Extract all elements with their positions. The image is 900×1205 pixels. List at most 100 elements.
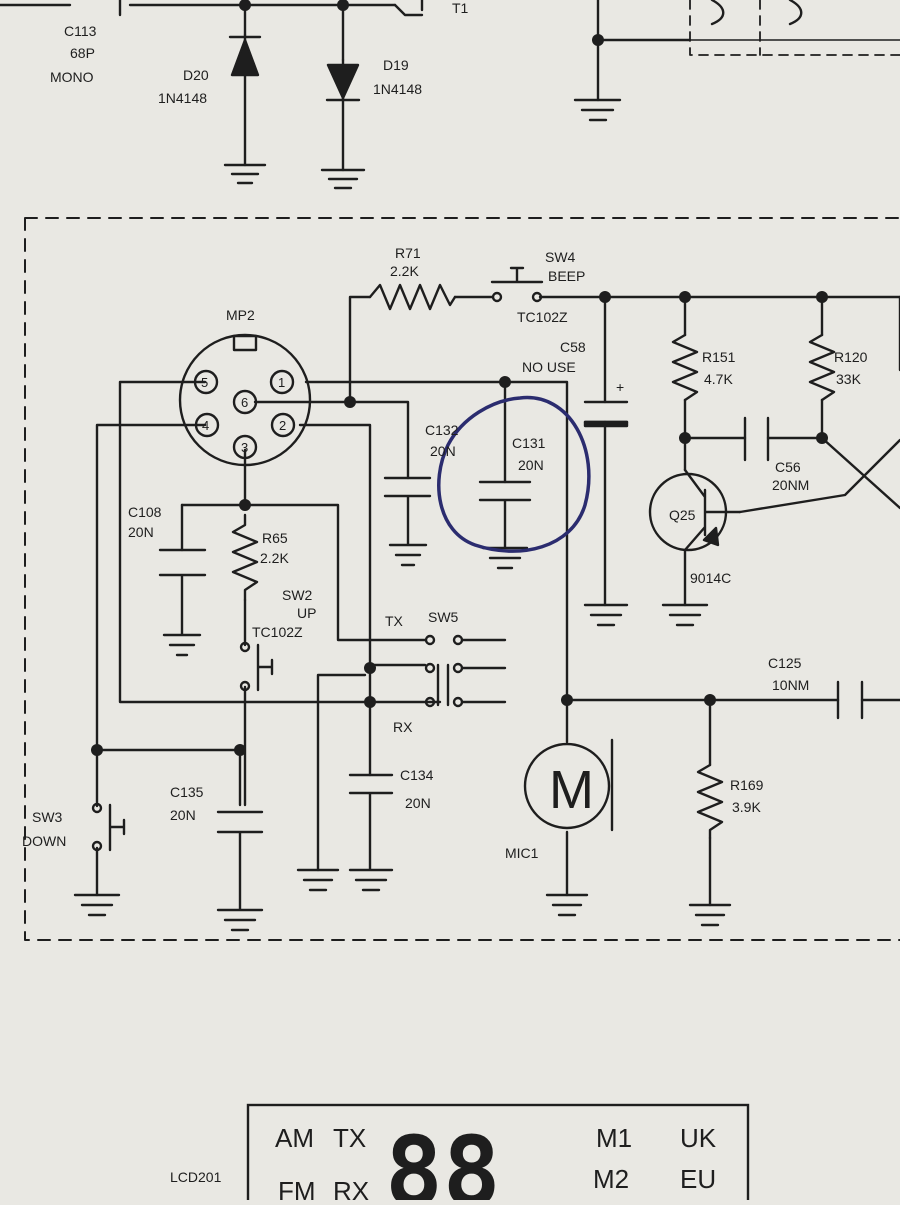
mp2-pin-2: 2 — [279, 418, 286, 433]
main-wiring — [95, 295, 900, 907]
capacitor-c134 — [348, 773, 394, 892]
r120-ref: R120 — [834, 349, 868, 365]
r120-value: 33K — [836, 371, 862, 387]
resistor-r151 — [671, 333, 699, 402]
r65-value: 2.2K — [260, 550, 289, 566]
lcd-tx: TX — [333, 1123, 366, 1153]
switch-sw3 — [91, 802, 126, 852]
ground-q25 — [661, 603, 709, 627]
r151-value: 4.7K — [704, 371, 733, 387]
c131-ref: C131 — [512, 435, 546, 451]
c56-value: 20NM — [772, 477, 809, 493]
sw2-part: TC102Z — [252, 624, 303, 640]
resistor-r169 — [696, 763, 724, 840]
sw3-ref: SW3 — [32, 809, 63, 825]
lcd-frame — [246, 1103, 750, 1205]
resistor-r120 — [808, 333, 836, 402]
sw4-value: BEEP — [548, 268, 585, 284]
c113-note: MONO — [50, 69, 94, 85]
r151-ref: R151 — [702, 349, 736, 365]
ground-sw5 — [296, 868, 340, 892]
junction-dots — [91, 0, 828, 756]
sw5-tx: TX — [385, 613, 404, 629]
sw4-ref: SW4 — [545, 249, 576, 265]
sw3-value: DOWN — [22, 833, 66, 849]
sw2-ref: SW2 — [282, 587, 313, 603]
mp2-label: MP2 — [226, 307, 255, 323]
c58-polarity: + — [616, 379, 624, 395]
lcd-uk: UK — [680, 1123, 717, 1153]
mic1-ref: MIC1 — [505, 845, 539, 861]
labels: C113 68P MONO D20 1N4148 D19 1N4148 T1 M… — [22, 0, 868, 1205]
resistor-r71 — [368, 283, 457, 311]
capacitor-c132 — [383, 476, 432, 567]
capacitor-c58-plate — [583, 420, 629, 428]
transistor-q25-arrow — [702, 526, 720, 547]
d19-ref: D19 — [383, 57, 409, 73]
c135-ref: C135 — [170, 784, 204, 800]
r169-value: 3.9K — [732, 799, 761, 815]
c131-value: 20N — [518, 457, 544, 473]
c132-ref: C132 — [425, 422, 459, 438]
microphone-mic1 — [523, 738, 614, 832]
c58-note: NO USE — [522, 359, 576, 375]
mp2-pin-6: 6 — [241, 395, 248, 410]
q25-part: 9014C — [690, 570, 731, 586]
d20-value: 1N4148 — [158, 90, 207, 106]
d20-ref: D20 — [183, 67, 209, 83]
sw5-ref: SW5 — [428, 609, 459, 625]
lcd-eu: EU — [680, 1164, 716, 1194]
c113-ref: C113 — [64, 23, 97, 39]
r169-ref: R169 — [730, 777, 764, 793]
mp2-pin-3: 3 — [241, 440, 248, 455]
switch-sw2 — [239, 641, 274, 692]
c108-value: 20N — [128, 524, 154, 540]
r71-ref: R71 — [395, 245, 421, 261]
sw5-rx: RX — [393, 719, 413, 735]
r71-value: 2.2K — [390, 263, 419, 279]
capacitor-c58 — [583, 400, 629, 424]
c125-ref: C125 — [768, 655, 802, 671]
capacitor-c131 — [478, 480, 532, 570]
capacitor-c58-ground — [583, 603, 629, 627]
resistor-r65 — [231, 513, 259, 602]
mp2-pin-1: 1 — [278, 375, 285, 390]
capacitor-c135 — [216, 810, 264, 932]
annotation-circle — [437, 395, 591, 553]
switch-sw5 — [424, 634, 507, 708]
c125-value: 10NM — [772, 677, 809, 693]
t1-label: T1 — [452, 0, 469, 16]
c113-value: 68P — [70, 45, 95, 61]
c134-value: 20N — [405, 795, 431, 811]
diode-d20 — [223, 33, 267, 185]
transistor-q25 — [648, 468, 742, 552]
ground-mic1 — [545, 893, 589, 917]
lcd-digits: 88 — [385, 1116, 501, 1200]
lcd-m2: M2 — [593, 1164, 629, 1194]
mic1-glyph: M — [549, 760, 594, 820]
r65-ref: R65 — [262, 530, 288, 546]
top-right-transformer — [573, 0, 900, 122]
c108-ref: C108 — [128, 504, 162, 520]
lcd-m1: M1 — [596, 1123, 632, 1153]
c132-value: 20N — [430, 443, 456, 459]
c135-value: 20N — [170, 807, 196, 823]
lcd-rx: RX — [333, 1176, 369, 1200]
lcd-am: AM — [275, 1123, 314, 1153]
switch-sw4 — [490, 266, 544, 303]
c56-ref: C56 — [775, 459, 801, 475]
sw2-value: UP — [297, 605, 316, 621]
c134-ref: C134 — [400, 767, 434, 783]
diode-d19 — [320, 58, 366, 190]
ground-r169 — [688, 903, 732, 927]
q25-ref: Q25 — [669, 507, 696, 523]
mp2-pin-4: 4 — [202, 418, 209, 433]
c58-ref: C58 — [560, 339, 586, 355]
connector-mp2 — [178, 333, 312, 467]
sw4-part: TC102Z — [517, 309, 568, 325]
capacitor-c56 — [743, 416, 770, 462]
capacitor-c108 — [158, 548, 207, 657]
d19-value: 1N4148 — [373, 81, 422, 97]
